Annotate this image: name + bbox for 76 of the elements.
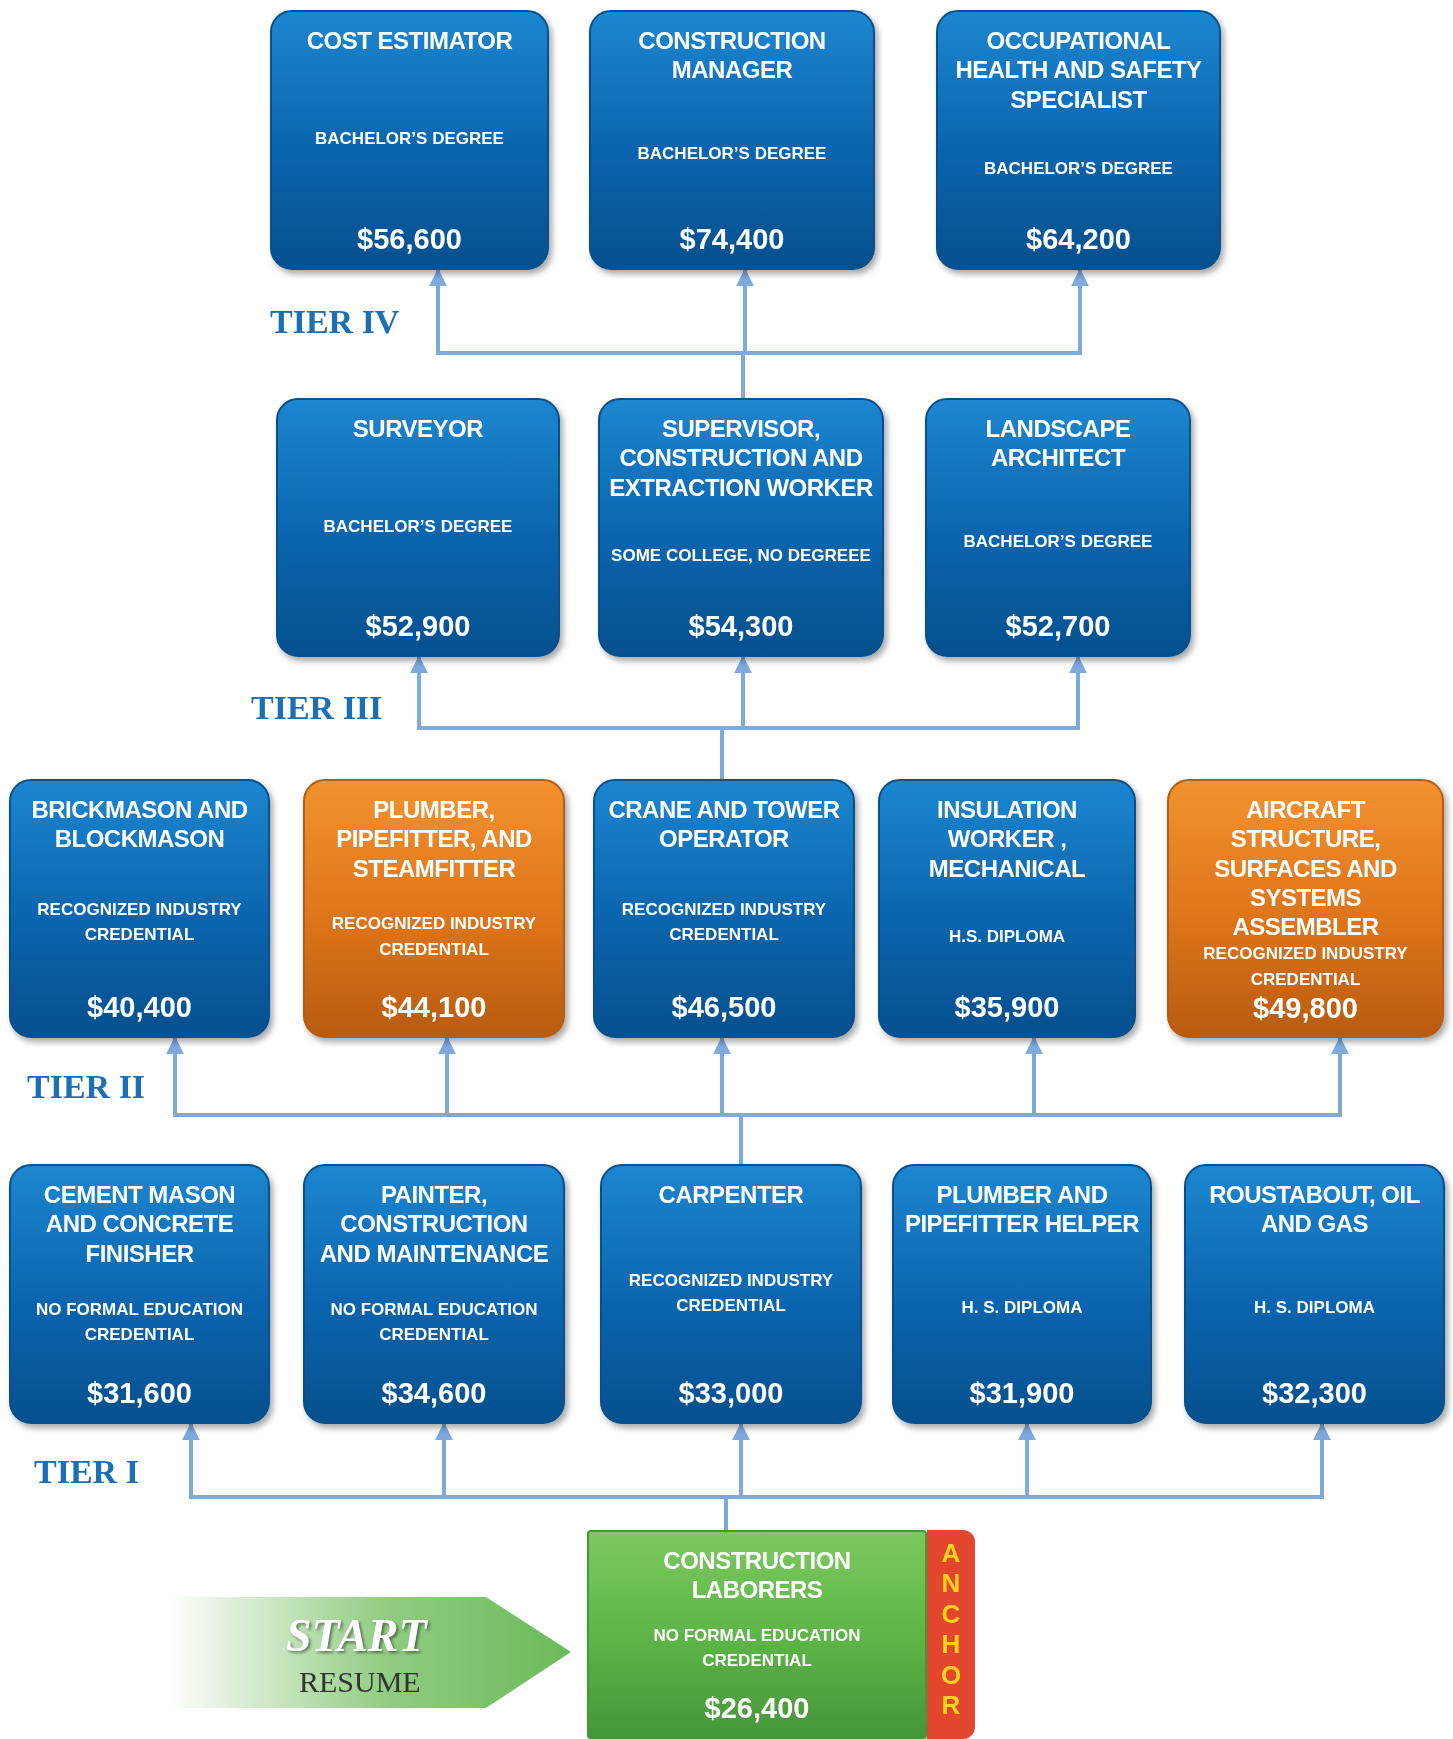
job-title: SURVEYOR: [352, 414, 484, 444]
education-requirement: NO FORMAL EDUCATION CREDENTIAL: [34, 1298, 245, 1347]
start-text: START: [286, 1609, 427, 1662]
career-box: [600, 1164, 862, 1424]
education-requirement: H. S. DIPLOMA: [1254, 1297, 1375, 1319]
salary: $40,400: [87, 991, 192, 1024]
career-box: [303, 1164, 565, 1424]
career-box: [892, 1164, 1152, 1424]
salary: $31,600: [87, 1377, 192, 1410]
job-title: LANDSCAPE ARCHITECT: [984, 414, 1132, 473]
education-requirement: BACHELOR’S DEGREE: [323, 515, 513, 538]
job-title: PLUMBER AND PIPEFITTER HELPER: [903, 1180, 1141, 1239]
job-title: CRANE AND TOWER OPERATOR: [607, 795, 841, 854]
salary: $52,900: [365, 610, 471, 643]
education-requirement: BACHELOR’S DEGREE: [315, 128, 504, 151]
job-title: OCCUPATIONAL HEALTH AND SAFETY SPECIALIST: [954, 26, 1203, 114]
education-requirement: NO FORMAL EDUCATION CREDENTIAL: [329, 1298, 539, 1347]
salary: $33,000: [678, 1377, 784, 1410]
resume-text: RESUME: [299, 1665, 421, 1699]
career-box: [593, 779, 855, 1038]
job-title: AIRCRAFT STRUCTURE, SURFACES AND SYSTEMS ASSEMBLER: [1213, 795, 1398, 942]
tier-label: TIER III: [251, 689, 383, 727]
career-box: [276, 398, 560, 657]
career-box: [9, 779, 270, 1038]
career-box: [270, 10, 549, 270]
salary: $31,900: [969, 1377, 1075, 1410]
career-box: [878, 779, 1136, 1038]
education-requirement: BACHELOR’S DEGREE: [963, 530, 1153, 553]
career-box: [587, 1530, 927, 1739]
salary: $44,100: [381, 991, 487, 1024]
career-box: [303, 779, 565, 1038]
education-requirement: RECOGNIZED INDUSTRY CREDENTIAL: [330, 913, 538, 961]
education-requirement: H.S. DIPLOMA: [948, 926, 1066, 949]
education-requirement: NO FORMAL EDUCATION CREDENTIAL: [652, 1624, 862, 1673]
job-title: CONSTRUCTION LABORERS: [662, 1546, 852, 1605]
salary: $52,700: [1005, 610, 1111, 643]
salary: $34,600: [381, 1377, 487, 1410]
job-title: CONSTRUCTION MANAGER: [637, 26, 827, 85]
salary: $56,600: [357, 223, 462, 256]
job-title: COST ESTIMATOR: [306, 26, 513, 56]
career-box: [925, 398, 1191, 657]
job-title: CEMENT MASON AND CONCRETE FINISHER: [42, 1180, 237, 1268]
career-box: [598, 398, 884, 657]
career-box: [1167, 779, 1444, 1038]
anchor-tab: ANCHOR: [927, 1530, 975, 1739]
career-box: [1184, 1164, 1445, 1424]
education-requirement: RECOGNIZED INDUSTRY CREDENTIAL: [1202, 943, 1409, 991]
job-title: PLUMBER, PIPEFITTER, AND STEAMFITTER: [335, 795, 533, 883]
education-requirement: RECOGNIZED INDUSTRY CREDENTIAL: [36, 898, 243, 947]
salary: $64,200: [1026, 223, 1131, 256]
salary: $49,800: [1253, 992, 1358, 1026]
career-box: [589, 10, 875, 270]
salary: $32,300: [1262, 1377, 1367, 1410]
job-title: SUPERVISOR, CONSTRUCTION AND EXTRACTION WORKER: [608, 414, 874, 502]
salary: $35,900: [954, 991, 1060, 1024]
salary: $46,500: [671, 991, 777, 1024]
education-requirement: BACHELOR’S DEGREE: [984, 157, 1173, 180]
career-box: [936, 10, 1221, 270]
education-requirement: SOME COLLEGE, NO DEGREEE: [611, 545, 871, 568]
job-title: BRICKMASON AND BLOCKMASON: [30, 795, 249, 854]
job-title: CARPENTER: [658, 1180, 804, 1210]
salary: $26,400: [704, 1692, 810, 1725]
education-requirement: RECOGNIZED INDUSTRY CREDENTIAL: [620, 898, 828, 947]
tier-label: TIER IV: [270, 303, 400, 341]
tier-label: TIER II: [27, 1068, 146, 1106]
education-requirement: BACHELOR’S DEGREE: [637, 143, 827, 165]
job-title: PAINTER, CONSTRUCTION AND MAINTENANCE: [318, 1180, 550, 1268]
job-title: INSULATION WORKER , MECHANICAL: [927, 795, 1087, 883]
salary: $54,300: [688, 610, 794, 643]
education-requirement: H. S. DIPLOMA: [961, 1297, 1083, 1319]
career-box: [9, 1164, 270, 1424]
job-title: ROUSTABOUT, OIL AND GAS: [1208, 1180, 1421, 1239]
arrow: [720, 655, 1087, 779]
education-requirement: RECOGNIZED INDUSTRY CREDENTIAL: [627, 1269, 835, 1318]
tier-label: TIER I: [34, 1453, 139, 1491]
salary: $74,400: [679, 223, 785, 256]
